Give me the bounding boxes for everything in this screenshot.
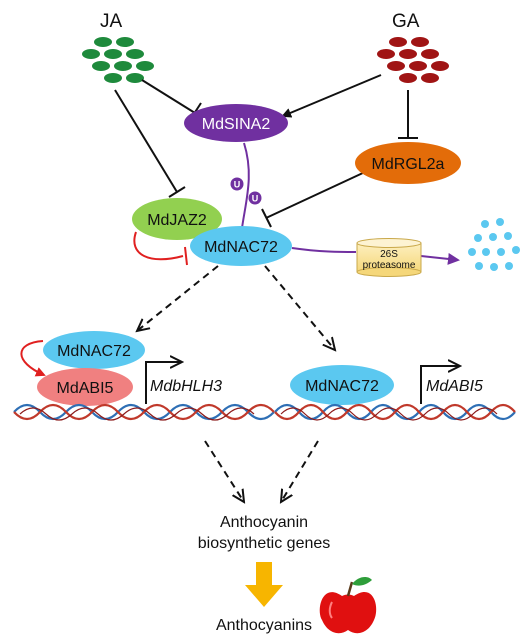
proteasome-degradation-edge	[420, 252, 460, 265]
bhlh3-to-biosynthetic-edge	[204, 440, 244, 502]
sina2-ubiquitination-edge	[241, 142, 250, 229]
abi5-gene-label: MdABI5	[426, 378, 483, 395]
proteasome-label-line2: proteasome	[363, 260, 416, 271]
biosynthetic-genes-label-line1: Anthocyanin	[220, 514, 308, 531]
nac72-center-node	[190, 226, 292, 266]
abi5-to-biosynthetic-edge	[281, 440, 319, 502]
rgl2a-label: MdRGL2a	[372, 156, 445, 173]
jaz2-node	[132, 198, 222, 240]
nac72-left-node	[43, 331, 145, 369]
transcription-start-arrow-right	[420, 366, 460, 404]
abi5-protein-node	[37, 368, 133, 406]
ubiquitin-tag-2: U	[248, 191, 262, 205]
ja-inhibits-sina2-edge	[141, 79, 196, 114]
sina2-label: MdSINA2	[202, 116, 271, 133]
svg-text:U: U	[252, 194, 259, 204]
ubiquitin-tag-1: U	[230, 177, 244, 191]
rgl2a-node	[355, 142, 461, 184]
dna-helix-icon-right	[274, 403, 516, 421]
ja-jaz2-bar	[168, 186, 186, 198]
jaz2-label: MdJAZ2	[147, 212, 207, 229]
ja-pellets-icon	[82, 37, 154, 83]
proteasome-cylinder-icon	[356, 238, 422, 277]
nac72-right-label: MdNAC72	[305, 378, 379, 395]
nac72-to-right-complex-edge	[264, 265, 335, 350]
ga-activates-sina2-edge	[281, 74, 382, 118]
nac72-left-label: MdNAC72	[57, 343, 131, 360]
rgl2a-nac72-bar	[261, 208, 272, 228]
yellow-down-arrow-icon	[245, 562, 283, 607]
nac72-right-node	[290, 365, 394, 405]
sina2-node	[184, 104, 288, 142]
ja-label: JA	[100, 11, 123, 32]
nac72-activates-abi5-edge	[20, 340, 46, 377]
jaz2-nac72-bar	[184, 246, 188, 266]
bhlh3-gene-label: MdbHLH3	[150, 378, 222, 395]
dna-helix-icon-left	[13, 403, 275, 421]
proteasome-label-line1: 26S	[380, 249, 398, 260]
nac72-to-proteasome-edge	[291, 247, 357, 253]
ja-inhibits-jaz2-edge	[114, 89, 178, 193]
ga-label: GA	[392, 11, 420, 32]
biosynthetic-genes-label-line2: biosynthetic genes	[198, 535, 331, 552]
nac72-center-label: MdNAC72	[204, 239, 278, 256]
svg-text:U: U	[234, 180, 241, 190]
apple-icon	[319, 576, 377, 634]
nac72-to-left-complex-edge	[137, 265, 219, 331]
degraded-fragments-icon	[468, 218, 520, 271]
rgl2a-inhibits-nac72-edge	[265, 171, 366, 219]
anthocyanins-label: Anthocyanins	[216, 617, 312, 634]
jaz2-inhibits-nac72-edge	[133, 231, 184, 261]
abi5-protein-label: MdABI5	[57, 380, 114, 397]
transcription-start-arrow-left	[145, 362, 182, 404]
ga-pellets-icon	[377, 37, 449, 83]
